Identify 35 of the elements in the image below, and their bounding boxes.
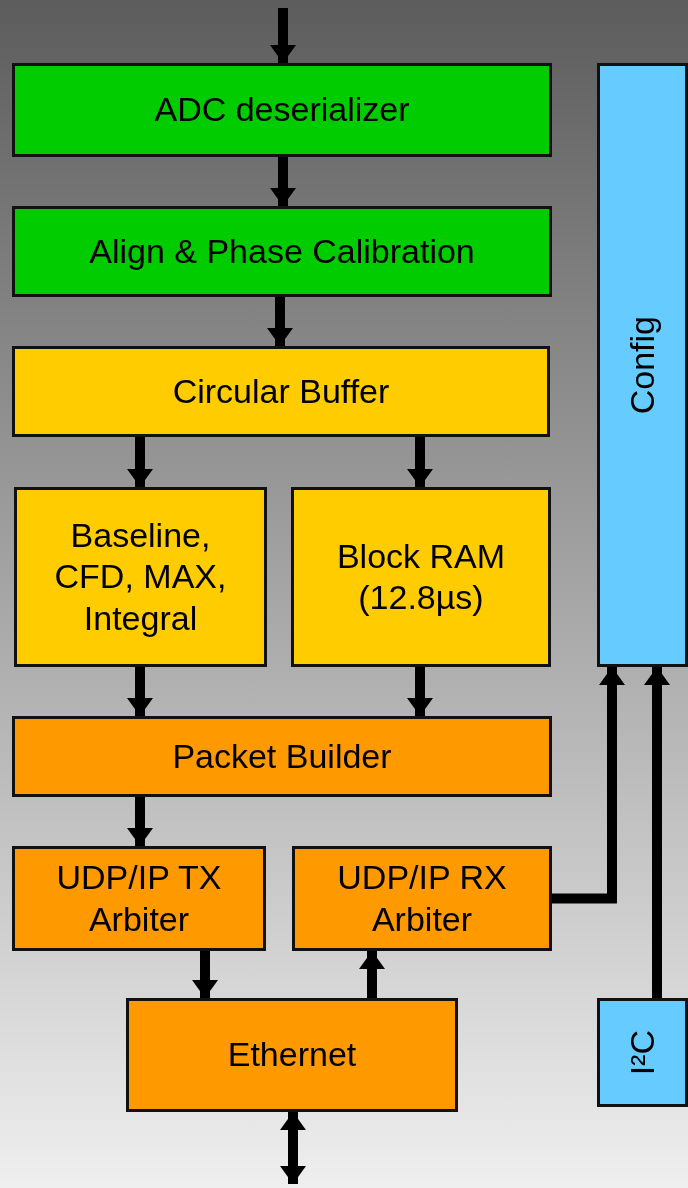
block-box — [14, 487, 267, 667]
block-box — [12, 63, 552, 157]
arrow — [407, 437, 433, 487]
block-box — [291, 487, 551, 667]
block-label: Ethernet — [226, 1034, 358, 1076]
block-label: UDP/IP TX Arbiter — [55, 857, 223, 940]
block-box — [126, 998, 458, 1112]
block-label: Packet Builder — [171, 735, 393, 777]
block-box — [597, 63, 688, 667]
arrow — [359, 951, 385, 998]
block-label: Circular Buffer — [171, 370, 391, 412]
arrow — [552, 667, 625, 904]
block-label: Config — [623, 315, 662, 415]
arrow — [270, 157, 296, 206]
block-label: Baseline, CFD, MAX, Integral — [53, 514, 228, 639]
arrow — [407, 667, 433, 716]
arrow — [644, 667, 670, 998]
block-box — [12, 846, 266, 951]
block-label: Block RAM (12.8µs) — [335, 535, 507, 618]
block-label: UDP/IP RX Arbiter — [336, 857, 508, 940]
block-box — [12, 346, 550, 437]
arrow — [127, 667, 153, 716]
block-label: Align & Phase Calibration — [88, 230, 476, 272]
block-box — [292, 846, 552, 951]
arrow — [127, 797, 153, 846]
block-label: ADC deserializer — [153, 89, 411, 131]
arrow — [192, 951, 218, 998]
arrow — [270, 8, 296, 63]
arrow — [267, 297, 293, 346]
arrow — [280, 1112, 306, 1184]
block-box — [597, 998, 688, 1107]
block-box — [12, 206, 552, 297]
block-box — [12, 716, 552, 797]
block-label: I²C — [623, 1029, 662, 1076]
arrow — [127, 437, 153, 487]
